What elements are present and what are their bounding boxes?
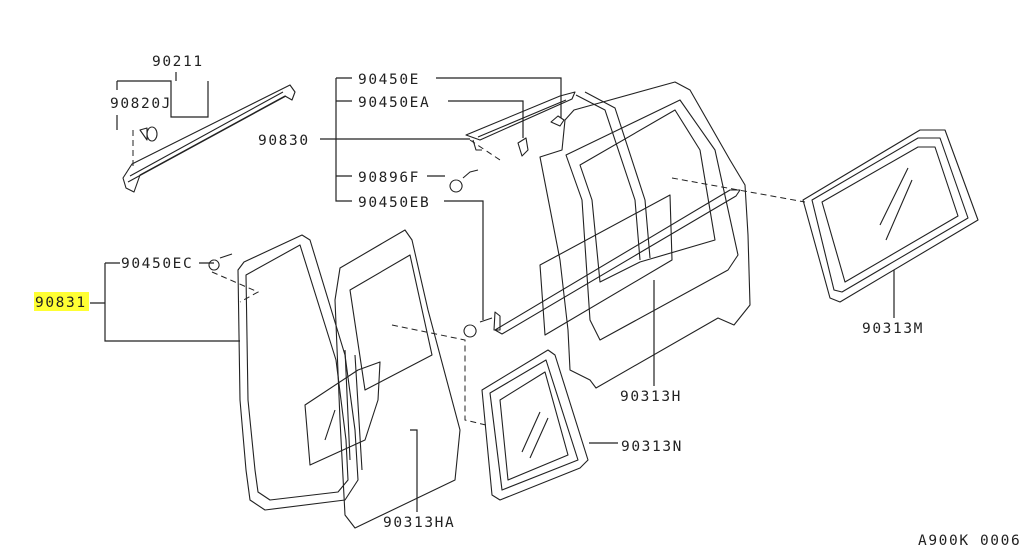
label-90450EB: 90450EB bbox=[358, 195, 430, 211]
label-90896F: 90896F bbox=[358, 170, 420, 186]
part-90313M-glass bbox=[671, 129, 979, 303]
label-90450EC: 90450EC bbox=[121, 256, 193, 272]
clips bbox=[208, 115, 565, 338]
label-90831: 90831 bbox=[35, 295, 87, 311]
part-90313HA-door bbox=[304, 229, 487, 529]
part-90830-rail bbox=[465, 91, 741, 335]
label-90211: 90211 bbox=[152, 54, 204, 70]
label-90313HA: 90313HA bbox=[383, 515, 455, 531]
label-90830: 90830 bbox=[258, 133, 310, 149]
leader-lines bbox=[90, 72, 895, 512]
part-90313H-body-panel bbox=[539, 81, 751, 389]
label-90820J: 90820J bbox=[110, 96, 172, 112]
label-90313N: 90313N bbox=[621, 439, 683, 455]
part-90313N-glass bbox=[481, 349, 589, 501]
label-90450EA: 90450EA bbox=[358, 95, 430, 111]
highlight-90831 bbox=[34, 292, 89, 311]
label-90313H: 90313H bbox=[620, 389, 682, 405]
part-90831-weatherstrip bbox=[237, 234, 359, 511]
part-90211-molding bbox=[122, 84, 296, 193]
label-90313M: 90313M bbox=[862, 321, 924, 337]
figure-code: A900K 0006 bbox=[918, 533, 1021, 546]
label-90450E: 90450E bbox=[358, 72, 420, 88]
